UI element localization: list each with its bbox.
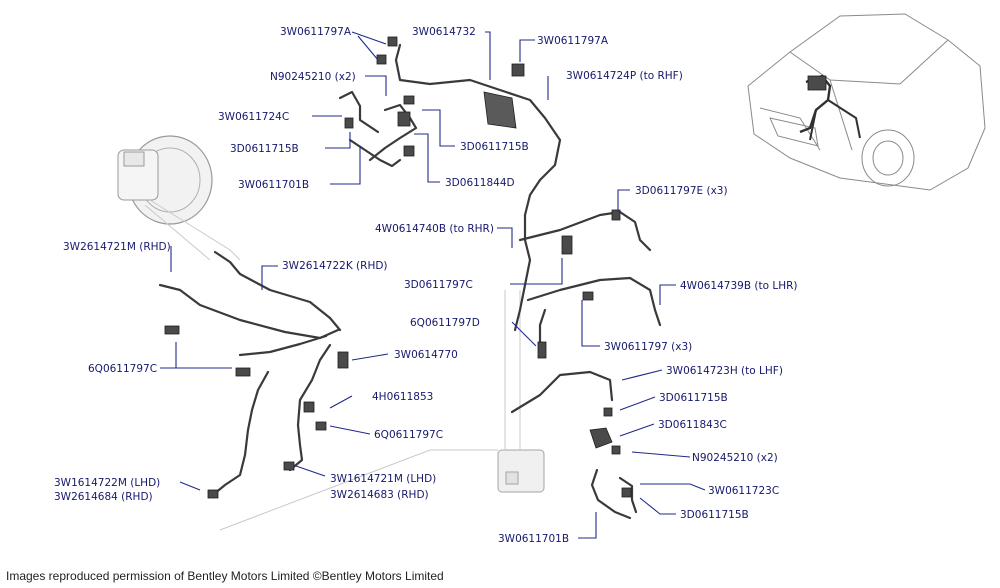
label-3W2614722K: 3W2614722K (RHD) xyxy=(282,260,388,272)
car-illustration xyxy=(747,13,986,191)
label-6Q0611797D: 6Q0611797D xyxy=(410,317,480,329)
brake-pipes xyxy=(158,43,662,520)
label-3W0611723C: 3W0611723C xyxy=(708,485,779,497)
label-3D0611715B-bottom: 3D0611715B xyxy=(680,509,749,521)
label-3W0611724C: 3W0611724C xyxy=(218,111,289,123)
label-6Q0611797C-centre: 6Q0611797C xyxy=(374,429,443,441)
label-3D0611715B-right: 3D0611715B xyxy=(659,392,728,404)
fittings xyxy=(164,36,632,499)
label-3W0611701B-bottom: 3W0611701B xyxy=(498,533,569,545)
label-4H0611853: 4H0611853 xyxy=(372,391,433,403)
label-3W0614732: 3W0614732 xyxy=(412,26,476,38)
brake-booster xyxy=(117,135,241,261)
abs-unit xyxy=(219,290,545,531)
copyright-caption: Images reproduced permission of Bentley … xyxy=(6,569,444,583)
label-6Q0611797C-left: 6Q0611797C xyxy=(88,363,157,375)
label-3D0611844D: 3D0611844D xyxy=(445,177,515,189)
label-3W2614683: 3W2614683 (RHD) xyxy=(330,489,429,501)
label-3D0611797E: 3D0611797E (x3) xyxy=(635,185,728,197)
label-3W1614721M: 3W1614721M (LHD) xyxy=(330,473,436,485)
label-3W0614770: 3W0614770 xyxy=(394,349,458,361)
label-3D0611843C: 3D0611843C xyxy=(658,419,727,431)
leader-lines xyxy=(160,31,706,539)
label-N90245210-bottom: N90245210 (x2) xyxy=(692,452,778,464)
label-3W1614722M: 3W1614722M (LHD) xyxy=(54,477,160,489)
label-3D0611715B-left: 3D0611715B xyxy=(230,143,299,155)
label-3W0611701B-top: 3W0611701B xyxy=(238,179,309,191)
label-3W0611797A-top: 3W0611797A xyxy=(280,26,352,38)
label-3W0614723H: 3W0614723H (to LHF) xyxy=(666,365,783,377)
label-4W0614739B: 4W0614739B (to LHR) xyxy=(680,280,797,292)
label-3D0611715B-centre: 3D0611715B xyxy=(460,141,529,153)
label-3W2614721M: 3W2614721M (RHD) xyxy=(63,241,171,253)
label-N90245210-top: N90245210 (x2) xyxy=(270,71,356,83)
label-3W0611797-x3: 3W0611797 (x3) xyxy=(604,341,692,353)
label-3W0611797A-right: 3W0611797A xyxy=(537,35,609,47)
label-3W2614684: 3W2614684 (RHD) xyxy=(54,491,153,503)
label-4W0614740B: 4W0614740B (to RHR) xyxy=(375,223,494,235)
label-3W0614724P: 3W0614724P (to RHF) xyxy=(566,70,683,82)
label-3D0611797C: 3D0611797C xyxy=(404,279,473,291)
part-labels: 3W0611797A 3W0614732 3W0611797A N9024521… xyxy=(54,26,797,545)
